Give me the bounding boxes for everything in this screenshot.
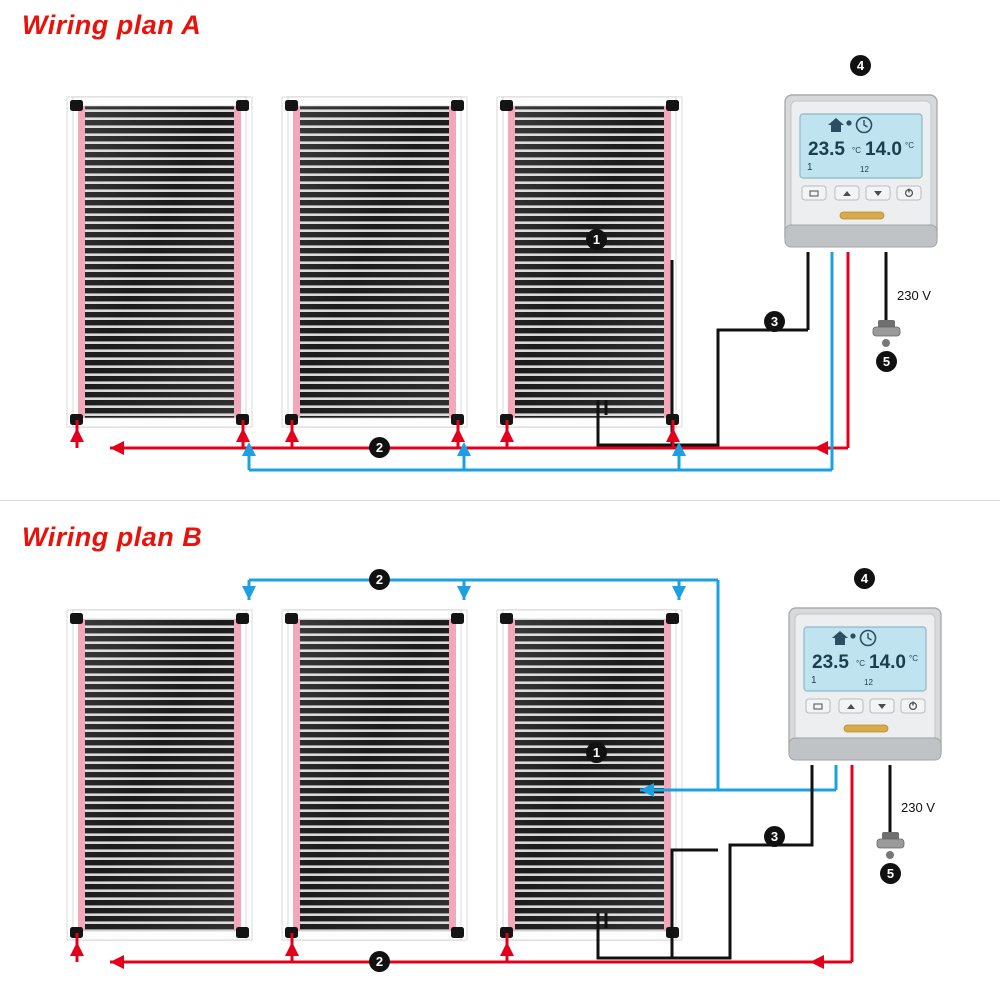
callout-a-3: 3 [764, 311, 785, 332]
wire-red-b [70, 765, 854, 969]
callout-b-4-label: 4 [860, 571, 869, 586]
lcd-temp-right: 14.0 [869, 652, 906, 673]
plan-b-graphics [66, 578, 905, 969]
wire-black-sensor-b [596, 765, 814, 960]
callout-a-2-label: 2 [375, 440, 384, 455]
callout-a-1: 1 [586, 229, 607, 250]
callout-a-5-label: 5 [882, 354, 891, 369]
callout-b-2-top: 2 [369, 569, 390, 590]
lcd-unit-right: °C [909, 654, 918, 663]
callout-b-2-bottom: 2 [369, 951, 390, 972]
lcd-unit-left: °C [856, 659, 865, 668]
callout-b-1-label: 1 [592, 745, 601, 760]
wire-black-sensor-a [596, 252, 810, 447]
callout-a-4: 4 [850, 55, 871, 76]
plan-a-title: Wiring plan A [22, 10, 202, 40]
lcd-temp-left: 23.5 [808, 139, 845, 160]
wiring-plan-b: Wiring plan B [0, 500, 1000, 1000]
plan-divider [0, 500, 1000, 501]
callout-a-4-label: 4 [856, 58, 865, 73]
lcd-unit-left: °C [852, 146, 861, 155]
callout-a-3-label: 3 [770, 314, 779, 329]
callout-b-4: 4 [854, 568, 875, 589]
lcd-channel: 1 [811, 675, 817, 686]
mat-group-b [66, 609, 683, 941]
voltage-label-b: 230 V [901, 800, 935, 815]
lcd-clock: 12 [864, 678, 873, 687]
plan-a-graphics [66, 96, 901, 472]
wire-blue-b [242, 578, 838, 797]
thermostat-b[interactable]: 23.5 °C 14.0 °C 1 12 [786, 605, 946, 765]
mat-group-a [66, 96, 683, 428]
callout-a-5: 5 [876, 351, 897, 372]
voltage-label-a: 230 V [897, 288, 931, 303]
thermostat-a[interactable]: 23.5 °C 14.0 °C 1 12 [782, 92, 942, 252]
lcd-clock: 12 [860, 165, 869, 174]
lcd-channel: 1 [807, 162, 813, 173]
lcd-temp-right: 14.0 [865, 139, 902, 160]
callout-b-2-bottom-label: 2 [375, 954, 384, 969]
callout-a-2: 2 [369, 437, 390, 458]
callout-b-5: 5 [880, 863, 901, 884]
callout-b-2-top-label: 2 [375, 572, 384, 587]
callout-b-1: 1 [586, 742, 607, 763]
lcd-unit-right: °C [905, 141, 914, 150]
lcd-temp-left: 23.5 [812, 652, 849, 673]
wire-red-a [70, 252, 850, 455]
callout-a-1-label: 1 [592, 232, 601, 247]
callout-b-5-label: 5 [886, 866, 895, 881]
wire-blue-a [242, 252, 834, 472]
mains-lead-b [876, 765, 905, 859]
callout-b-3-label: 3 [770, 829, 779, 844]
plan-b-title: Wiring plan B [22, 522, 203, 552]
mains-lead-a [872, 252, 901, 347]
wiring-plan-a: Wiring plan A [22, 10, 942, 472]
callout-b-3: 3 [764, 826, 785, 847]
